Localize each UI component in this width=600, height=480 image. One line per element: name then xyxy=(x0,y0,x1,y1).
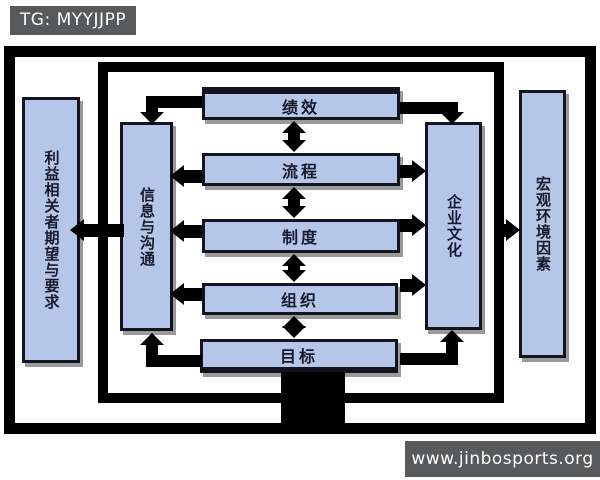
arrow-down-perf-process-icon xyxy=(282,140,306,152)
arrow-into-stakeholder-icon xyxy=(70,219,84,241)
connector-info-organization-bar xyxy=(182,288,202,301)
macro-environment-box: 宏观环境因素 xyxy=(519,90,566,358)
connector-system-culture-bar xyxy=(400,219,414,232)
system-box: 制度 xyxy=(202,219,400,253)
arrow-down-into-culture-icon xyxy=(440,112,464,124)
connector-organization-culture-bar xyxy=(400,279,414,292)
site-url-label: www.jinbosports.org xyxy=(405,441,600,477)
arrow-into-culture-process-icon xyxy=(412,160,426,182)
connector-goal-base-stub xyxy=(281,372,345,432)
information-communication-box: 信息与沟通 xyxy=(120,122,173,331)
goal-box: 目标 xyxy=(200,339,398,373)
connector-goal-info-vbar xyxy=(146,344,158,360)
connector-system-organization-bar xyxy=(288,263,300,273)
arrow-into-culture-organization-icon xyxy=(412,274,426,296)
arrow-down-into-info-icon xyxy=(140,112,164,124)
process-box: 流程 xyxy=(202,153,400,186)
corporate-culture-box: 企业文化 xyxy=(425,122,482,330)
watermark-tag-label: TG: MYYJJPP xyxy=(10,6,136,35)
connector-stakeholder-bar xyxy=(84,224,124,237)
arrow-into-info-system-icon xyxy=(170,220,184,242)
connector-process-system-bar xyxy=(288,196,300,209)
organization-box: 组织 xyxy=(202,283,398,315)
connector-perf-info-hbar xyxy=(146,96,202,108)
arrow-up-into-culture-icon xyxy=(440,330,464,342)
connector-info-process-bar xyxy=(182,170,202,183)
connector-process-culture-bar xyxy=(400,165,414,178)
performance-box: 绩效 xyxy=(202,87,400,120)
arrow-down-process-system-icon xyxy=(282,206,306,218)
arrow-into-macro-icon xyxy=(506,219,520,241)
arrow-down-organization-goal-icon xyxy=(282,326,306,338)
arrow-into-info-process-icon xyxy=(170,165,184,187)
connector-goal-info-hbar xyxy=(146,355,202,367)
connector-info-system-bar xyxy=(182,225,202,238)
arrow-into-info-organization-icon xyxy=(170,283,184,305)
arrow-down-system-organization-icon xyxy=(282,270,306,282)
arrow-up-into-info-icon xyxy=(140,333,164,345)
arrow-up-organization-goal-icon xyxy=(282,316,306,328)
connector-goal-culture-vbar xyxy=(446,341,458,357)
connector-perf-culture-hbar xyxy=(400,102,458,114)
connector-goal-culture-hbar xyxy=(400,353,458,365)
arrow-into-culture-system-icon xyxy=(412,214,426,236)
